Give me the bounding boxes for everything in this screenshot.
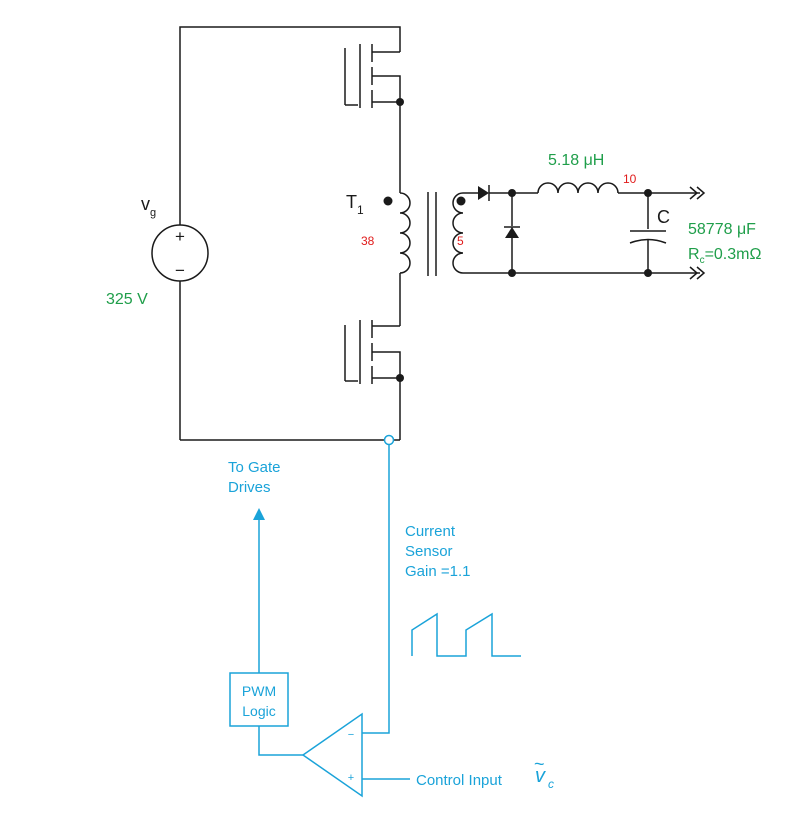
secondary-turns: 5: [457, 234, 464, 248]
secondary-winding: [452, 192, 464, 274]
primary-polarity-dot: [383, 196, 393, 206]
control-input-label: Control Input: [416, 772, 503, 789]
source-circle: [151, 224, 209, 282]
lower-switch: [344, 320, 404, 384]
sensor-line2: Sensor: [405, 543, 453, 560]
capacitor-value: 58778 μF: [688, 221, 756, 238]
gate-label-line2: Drives: [228, 479, 271, 496]
comparator-to-pwm-wire: [258, 726, 303, 756]
capacitor-label: C: [657, 207, 670, 227]
control-loop: − + PWM Logic To Gate Drives Current Sen…: [228, 434, 554, 798]
lower-switch-body: [372, 351, 401, 378]
source-plus: +: [175, 227, 185, 246]
gate-label-line1: To Gate: [228, 459, 281, 476]
pwm-line2: Logic: [242, 703, 275, 719]
freewheel-diode-symbol: [505, 227, 519, 238]
pwm-line1: PWM: [242, 683, 276, 699]
primary-wiring: [179, 26, 401, 441]
source-minus: −: [175, 261, 185, 280]
sensed-current-waveform: [411, 612, 521, 657]
output-top-arrow-2: [696, 186, 706, 200]
secondary-polarity-dot: [456, 196, 466, 206]
comparator-plus: +: [348, 772, 354, 784]
top-wire: [179, 26, 401, 225]
transformer: T1 38 5: [346, 192, 466, 276]
secondary-circuit: 5.18 μH 10 C 58778 μF Rc=0.3mΩ: [463, 152, 761, 280]
node-label: 10: [623, 172, 637, 186]
capacitor-esr: Rc=0.3mΩ: [688, 246, 761, 266]
source-voltage-value: 325 V: [106, 291, 148, 308]
primary-turns: 38: [361, 234, 375, 248]
freewheel-bottom-dot: [508, 269, 516, 277]
sensor-line1: Current: [405, 523, 456, 540]
output-bottom-arrow-1: [689, 266, 699, 280]
output-top-arrow-1: [689, 186, 699, 200]
primary-winding: [399, 192, 411, 274]
sensor-feedback-wire: [362, 445, 390, 734]
inductor-value: 5.18 μH: [548, 152, 604, 169]
series-diode-symbol: [478, 186, 489, 200]
transformer-label: T1: [346, 192, 364, 217]
upper-switch: [344, 44, 404, 108]
source-label: vg: [141, 194, 156, 219]
gate-drive-arrow: [253, 508, 265, 520]
output-inductor: [537, 182, 619, 194]
capacitor-bottom-plate: [629, 238, 667, 244]
vc-tilde: ~: [534, 754, 545, 774]
upper-switch-body: [372, 75, 401, 102]
sensor-line3: Gain =1.1: [405, 563, 470, 580]
comparator: [301, 712, 363, 798]
vc-subscript: c: [548, 777, 554, 791]
current-sensor-point: [383, 434, 395, 446]
lower-switch-node-dot: [396, 374, 404, 382]
vc-symbol: v: [535, 765, 546, 787]
upper-switch-node-dot: [396, 98, 404, 106]
voltage-source: + − vg 325 V: [106, 194, 209, 308]
capacitor-bottom-dot: [644, 269, 652, 277]
output-bottom-arrow-2: [696, 266, 706, 280]
comparator-minus: −: [348, 729, 354, 741]
